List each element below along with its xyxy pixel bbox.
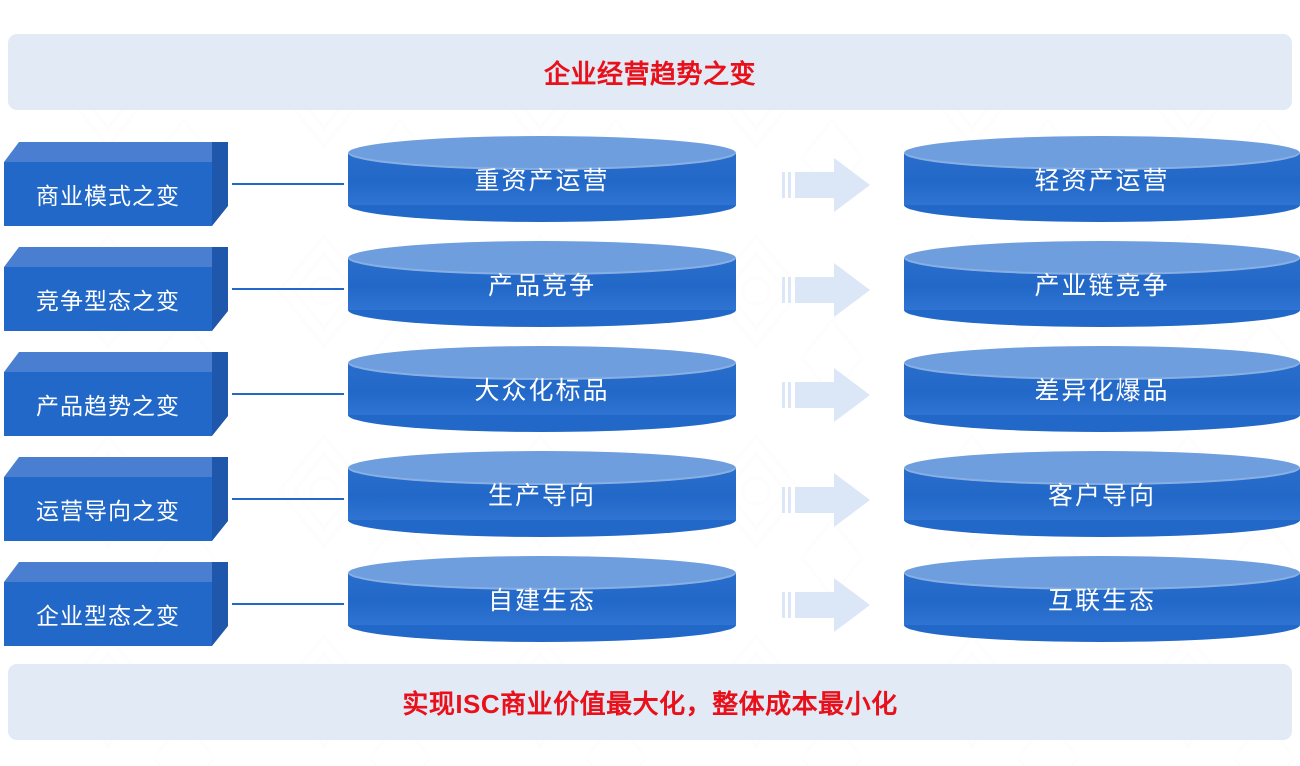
cube-side-face <box>212 247 228 331</box>
diagram-row: 商业模式之变 重资产运营 轻资产运营 <box>0 136 1300 232</box>
category-label: 竞争型态之变 <box>36 288 180 314</box>
category-box[interactable]: 企业型态之变 <box>4 562 228 646</box>
diagram-row: 竞争型态之变 产品竞争 产业链竞争 <box>0 241 1300 337</box>
cube-top-face <box>4 562 228 582</box>
to-state-cylinder[interactable]: 产业链竞争 <box>904 241 1300 327</box>
to-state-cylinder[interactable]: 差异化爆品 <box>904 346 1300 432</box>
from-state-label: 大众化标品 <box>474 377 610 405</box>
category-box[interactable]: 产品趋势之变 <box>4 352 228 436</box>
diagram-row: 企业型态之变 自建生态 互联生态 <box>0 556 1300 652</box>
cube-top-face <box>4 142 228 162</box>
cube-front-face: 企业型态之变 <box>4 582 212 646</box>
to-state-cylinder[interactable]: 互联生态 <box>904 556 1300 642</box>
to-state-label: 差异化爆品 <box>1034 377 1170 405</box>
category-label: 产品趋势之变 <box>36 393 180 419</box>
diagram-row: 运营导向之变 生产导向 客户导向 <box>0 451 1300 547</box>
from-state-label: 重资产运营 <box>474 167 610 195</box>
to-state-label: 产业链竞争 <box>1034 272 1170 300</box>
diagram-row: 产品趋势之变 大众化标品 差异化爆品 <box>0 346 1300 442</box>
cube-front-face: 商业模式之变 <box>4 162 212 226</box>
cube-front-face: 运营导向之变 <box>4 477 212 541</box>
from-state-cylinder[interactable]: 产品竞争 <box>348 241 736 327</box>
category-label: 企业型态之变 <box>36 603 180 629</box>
arrow-right-icon <box>782 578 870 632</box>
to-state-label: 互联生态 <box>1047 587 1156 615</box>
cube-front-face: 产品趋势之变 <box>4 372 212 436</box>
footer-banner: 实现ISC商业价值最大化，整体成本最小化 <box>8 664 1292 740</box>
arrow-right-icon <box>782 263 870 317</box>
cube-side-face <box>212 352 228 436</box>
from-state-label: 生产导向 <box>487 482 596 510</box>
category-label: 运营导向之变 <box>36 498 180 524</box>
cube-top-face <box>4 352 228 372</box>
cube-front-face: 竞争型态之变 <box>4 267 212 331</box>
from-state-cylinder[interactable]: 生产导向 <box>348 451 736 537</box>
from-state-label: 产品竞争 <box>487 272 596 300</box>
category-box[interactable]: 竞争型态之变 <box>4 247 228 331</box>
to-state-cylinder[interactable]: 轻资产运营 <box>904 136 1300 222</box>
footer-title: 实现ISC商业价值最大化，整体成本最小化 <box>402 688 898 719</box>
from-state-label: 自建生态 <box>487 587 596 615</box>
category-box[interactable]: 运营导向之变 <box>4 457 228 541</box>
arrow-right-icon <box>782 368 870 422</box>
connector-line <box>232 603 344 605</box>
arrow-right-icon <box>782 473 870 527</box>
category-label: 商业模式之变 <box>36 183 180 209</box>
arrow-right-icon <box>782 158 870 212</box>
to-state-cylinder[interactable]: 客户导向 <box>904 451 1300 537</box>
category-box[interactable]: 商业模式之变 <box>4 142 228 226</box>
cube-top-face <box>4 247 228 267</box>
from-state-cylinder[interactable]: 重资产运营 <box>348 136 736 222</box>
from-state-cylinder[interactable]: 大众化标品 <box>348 346 736 432</box>
connector-line <box>232 498 344 500</box>
cube-top-face <box>4 457 228 477</box>
connector-line <box>232 393 344 395</box>
page-title: 企业经营趋势之变 <box>543 58 756 89</box>
cube-side-face <box>212 562 228 646</box>
to-state-label: 客户导向 <box>1047 482 1156 510</box>
connector-line <box>232 183 344 185</box>
cube-side-face <box>212 457 228 541</box>
to-state-label: 轻资产运营 <box>1034 167 1170 195</box>
connector-line <box>232 288 344 290</box>
header-banner: 企业经营趋势之变 <box>8 34 1292 110</box>
cube-side-face <box>212 142 228 226</box>
from-state-cylinder[interactable]: 自建生态 <box>348 556 736 642</box>
